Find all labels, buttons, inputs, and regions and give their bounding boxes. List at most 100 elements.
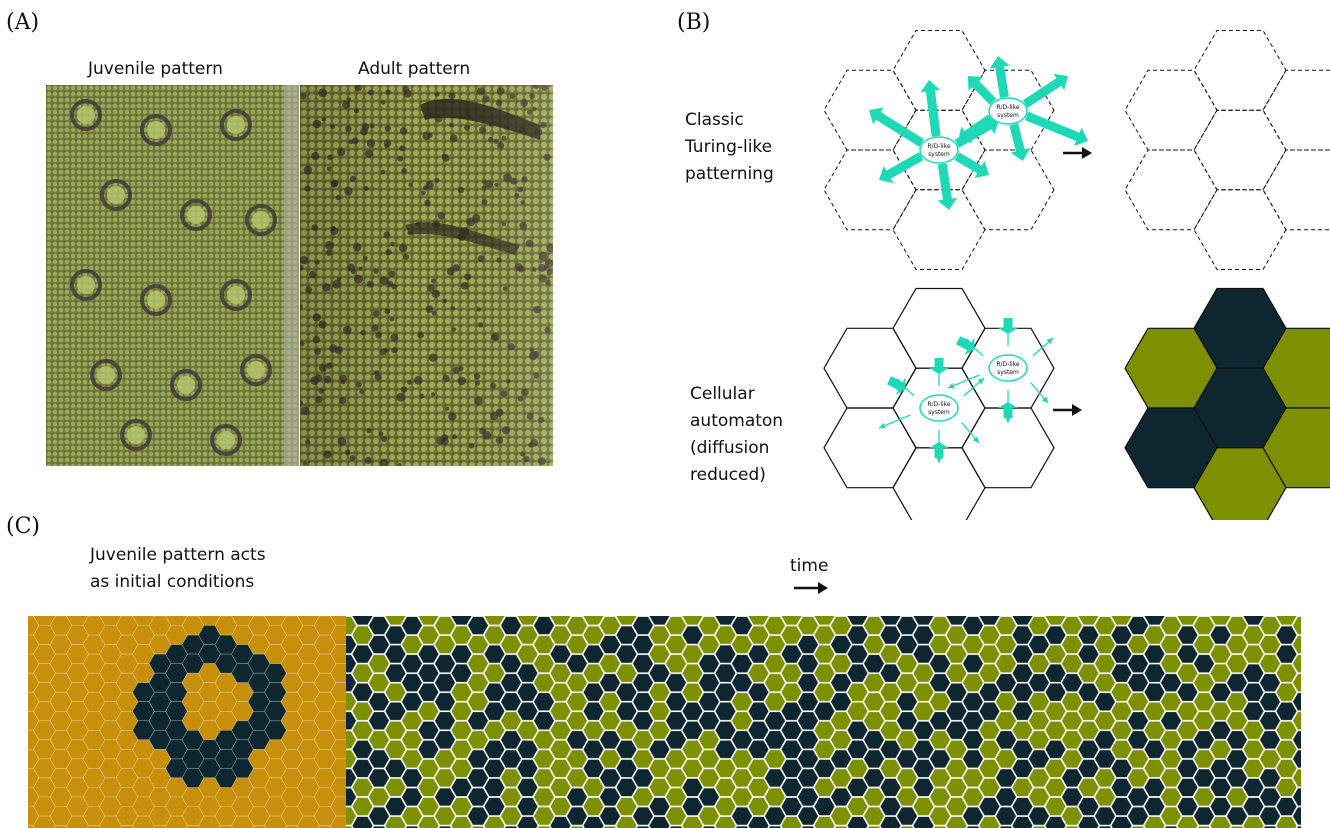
hex-cell bbox=[896, 730, 918, 749]
hex-cell bbox=[896, 635, 918, 654]
hex-cell bbox=[1110, 778, 1133, 797]
hex-cell bbox=[483, 759, 506, 778]
hex-cell bbox=[813, 721, 836, 740]
hex-cell bbox=[1028, 635, 1050, 654]
hex-cell bbox=[1044, 663, 1067, 683]
diffusion-arrows bbox=[869, 56, 1088, 210]
hex-cell bbox=[549, 683, 572, 702]
hex-cell bbox=[566, 654, 588, 673]
arrow-icon bbox=[1025, 111, 1088, 146]
hex-cell bbox=[330, 682, 346, 702]
hex-cell bbox=[549, 797, 572, 816]
hex-cell bbox=[351, 644, 374, 664]
hex-cell bbox=[599, 654, 621, 673]
hex-cell bbox=[1143, 625, 1166, 645]
hex-cell bbox=[1143, 616, 1166, 626]
hex-cell bbox=[1028, 806, 1050, 826]
hex-cell bbox=[1209, 778, 1232, 797]
hex-cell bbox=[483, 778, 506, 797]
hex-cell bbox=[1226, 730, 1248, 749]
hex-cell bbox=[714, 721, 737, 740]
hex-cell bbox=[450, 663, 473, 683]
hex-cell bbox=[1061, 711, 1083, 730]
hex-cell bbox=[665, 749, 687, 768]
hex-cell bbox=[892, 287, 986, 369]
hex-cell bbox=[648, 721, 671, 740]
hex-cell bbox=[516, 721, 539, 740]
hex-cell bbox=[632, 616, 654, 635]
hex-cell bbox=[1226, 806, 1248, 826]
hex-cell bbox=[1094, 787, 1116, 807]
hex-cell bbox=[615, 644, 638, 664]
hex-cell bbox=[615, 778, 638, 797]
hex-cell bbox=[912, 721, 935, 740]
hex-cell bbox=[615, 759, 638, 778]
hex-cell bbox=[1127, 749, 1149, 768]
hex-cell bbox=[1259, 787, 1281, 807]
hex-cell bbox=[401, 806, 423, 826]
arrow-icon bbox=[869, 107, 924, 147]
hex-cell bbox=[896, 749, 918, 768]
hex-cell bbox=[368, 654, 390, 673]
hex-cell bbox=[896, 711, 918, 730]
hex-cell bbox=[846, 644, 869, 664]
hex-cell bbox=[1011, 816, 1034, 828]
hex-cell bbox=[1110, 759, 1133, 778]
hex-cell bbox=[533, 616, 555, 635]
hex-cell bbox=[896, 673, 918, 692]
hex-cell bbox=[863, 787, 885, 807]
hex-cell bbox=[747, 816, 770, 828]
hex-cell bbox=[813, 702, 836, 721]
hex-cell bbox=[698, 806, 720, 826]
hex-cell bbox=[830, 616, 852, 635]
hex-cell bbox=[764, 635, 786, 654]
hex-cell bbox=[384, 797, 407, 816]
hex-cell bbox=[516, 778, 539, 797]
hex-cell bbox=[1077, 797, 1100, 816]
hex-cell bbox=[632, 673, 654, 692]
hex-cell bbox=[1262, 149, 1330, 231]
hex-cell bbox=[764, 749, 786, 768]
hex-cell bbox=[962, 711, 984, 730]
hex-cell bbox=[1275, 683, 1298, 702]
hex-cell bbox=[879, 663, 902, 683]
hex-cell bbox=[599, 806, 621, 826]
hex-cell bbox=[978, 778, 1001, 797]
adult-photo bbox=[300, 85, 553, 466]
hex-cell bbox=[599, 711, 621, 730]
hex-cell bbox=[879, 740, 902, 759]
hex-cell bbox=[1226, 787, 1248, 807]
hex-cell bbox=[434, 787, 456, 807]
hex-cell bbox=[1242, 759, 1265, 778]
juvenile-photo bbox=[46, 85, 299, 466]
hex-cell bbox=[780, 625, 803, 645]
hex-cell bbox=[1028, 616, 1050, 635]
hex-cell bbox=[995, 635, 1017, 654]
hex-cell bbox=[945, 721, 968, 740]
hex-cell bbox=[351, 721, 374, 740]
hex-cell bbox=[368, 635, 390, 654]
hex-cell bbox=[615, 683, 638, 702]
rd-system-label: R/D-like bbox=[927, 401, 951, 408]
hex-cell bbox=[346, 806, 357, 826]
hex-cell bbox=[648, 644, 671, 664]
hex-cell bbox=[846, 721, 869, 740]
hex-cell bbox=[1077, 644, 1100, 664]
hex-cell bbox=[1127, 787, 1149, 807]
hex-cell bbox=[346, 654, 357, 673]
caption-line1: Juvenile pattern acts bbox=[90, 545, 266, 565]
hex-cell bbox=[368, 673, 390, 692]
hex-cell bbox=[346, 768, 357, 788]
hex-cell bbox=[731, 616, 753, 635]
hex-cell bbox=[896, 692, 918, 711]
hex-cell bbox=[747, 625, 770, 645]
hex-cell bbox=[330, 625, 346, 645]
hex-cell bbox=[599, 635, 621, 654]
hex-cell bbox=[1028, 654, 1050, 673]
caption-line2: as initial conditions bbox=[90, 572, 255, 592]
hex-cell bbox=[632, 692, 654, 711]
hex-cell bbox=[665, 806, 687, 826]
hex-cell bbox=[1077, 702, 1100, 721]
hex-cell bbox=[450, 683, 473, 702]
hex-cell bbox=[1077, 759, 1100, 778]
